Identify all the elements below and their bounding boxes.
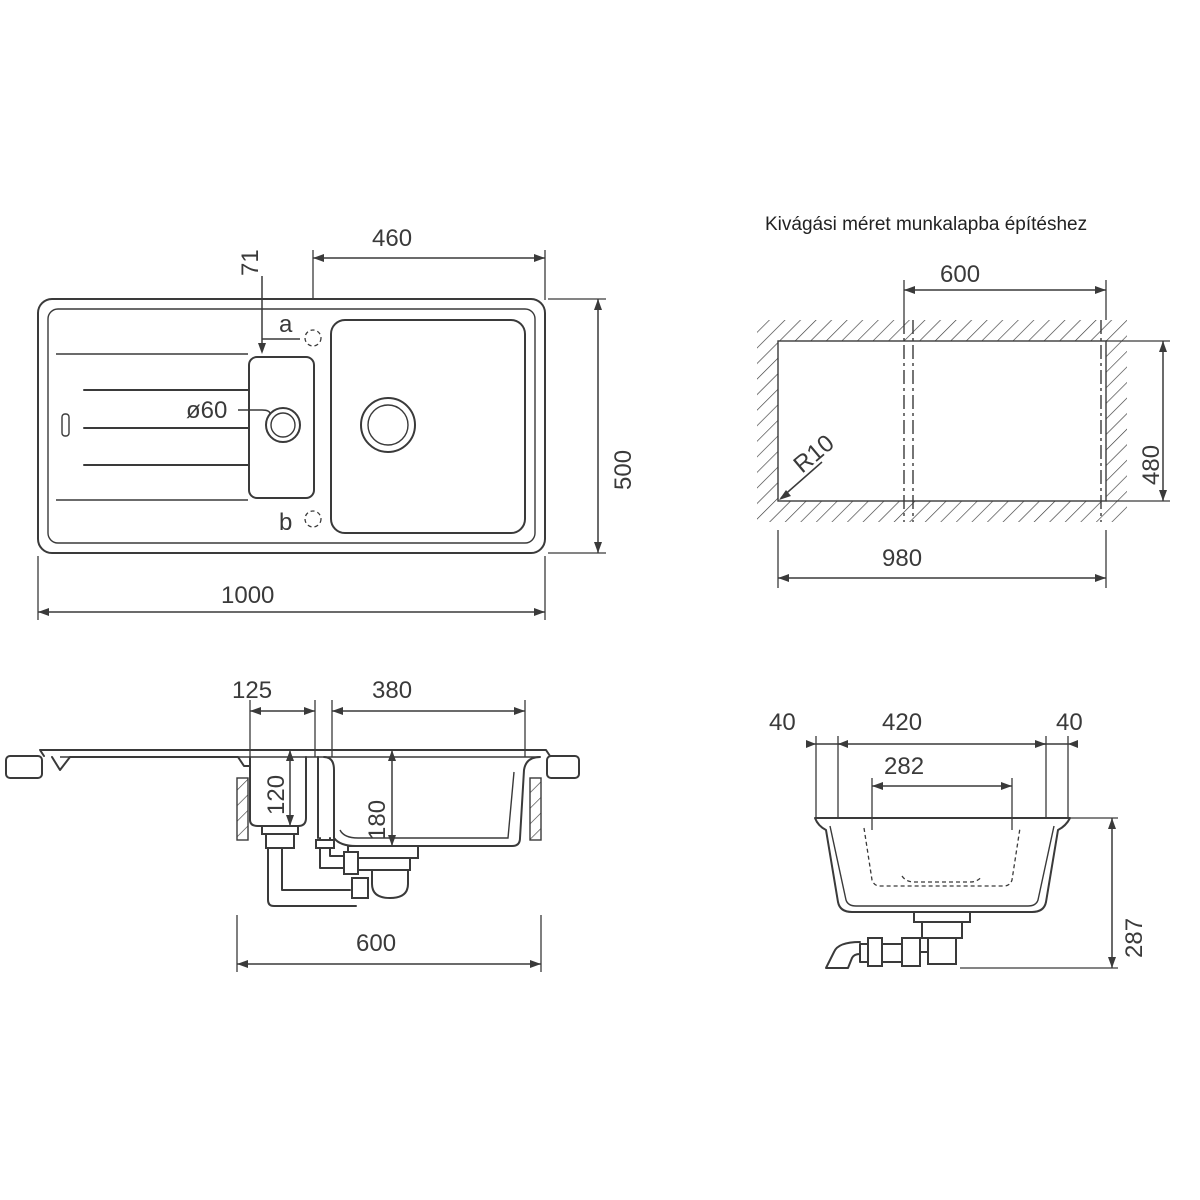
tap-hole-b-icon <box>304 510 322 528</box>
dim-bottom-282: 282 <box>884 753 924 780</box>
section-bowl-outer <box>814 817 1071 913</box>
small-drain-fitting <box>261 825 357 907</box>
dim-height-120: 120 <box>263 775 290 815</box>
section-drain-fitting <box>825 911 971 969</box>
hatched-countertop <box>757 320 1127 522</box>
cabinet-wall-right <box>529 777 542 841</box>
dim-left-125: 125 <box>232 677 272 704</box>
drainboard-grooves <box>56 353 249 501</box>
bowl-divider <box>317 756 335 839</box>
dim-depth-480: 480 <box>1138 445 1165 485</box>
main-drain-trap <box>343 845 419 899</box>
sink-outline <box>37 298 546 554</box>
overflow-slot-icon <box>61 413 70 437</box>
section-bowl-inner <box>829 825 1055 907</box>
dim-length-1000: 1000 <box>221 582 274 609</box>
dim-edge-right-40: 40 <box>1056 709 1083 736</box>
dim-depth-500: 500 <box>610 450 637 490</box>
main-bowl-profile <box>333 756 541 847</box>
dim-bowl-span-460: 460 <box>372 225 412 252</box>
dim-inner-420: 420 <box>882 709 922 736</box>
cutout-title: Kivágási méret munkalapba építéshez <box>765 214 1087 235</box>
cutout-opening <box>777 340 1107 502</box>
dim-width-600: 600 <box>940 261 980 288</box>
dim-radius-r10: R10 <box>789 430 840 479</box>
cabinet-wall-left <box>236 777 249 841</box>
dim-right-380: 380 <box>372 677 412 704</box>
sink-inner-rim <box>47 308 536 544</box>
top-view: a b 71 ø60 460 500 1000 <box>37 225 637 620</box>
main-drain-inner <box>367 404 409 446</box>
dim-length-980: 980 <box>882 545 922 572</box>
countertop-right <box>546 755 580 779</box>
dim-height-180: 180 <box>364 800 391 840</box>
dim-height-287: 287 <box>1121 918 1148 958</box>
small-drain-inner <box>270 412 296 438</box>
section-view: 40 420 40 282 287 <box>769 709 1148 969</box>
marker-a: a <box>279 311 293 338</box>
main-drain-outer <box>360 397 416 453</box>
cutout-view: Kivágási méret munkalapba építéshez R10 … <box>757 214 1170 588</box>
countertop-left <box>5 755 43 779</box>
overflow-pipe <box>315 837 347 869</box>
side-view: 125 380 120 180 600 <box>5 677 580 972</box>
small-bowl <box>248 356 315 499</box>
dim-edge-left-40: 40 <box>769 709 796 736</box>
tap-hole-a-icon <box>304 329 322 347</box>
dim-offset-71: 71 <box>237 249 264 276</box>
marker-b: b <box>279 509 292 536</box>
dim-base-600: 600 <box>356 930 396 957</box>
drainboard-surface <box>39 749 551 771</box>
section-hidden-lines <box>863 827 1021 887</box>
dim-hole-diameter: ø60 <box>186 397 227 424</box>
small-drain-outer <box>265 407 301 443</box>
